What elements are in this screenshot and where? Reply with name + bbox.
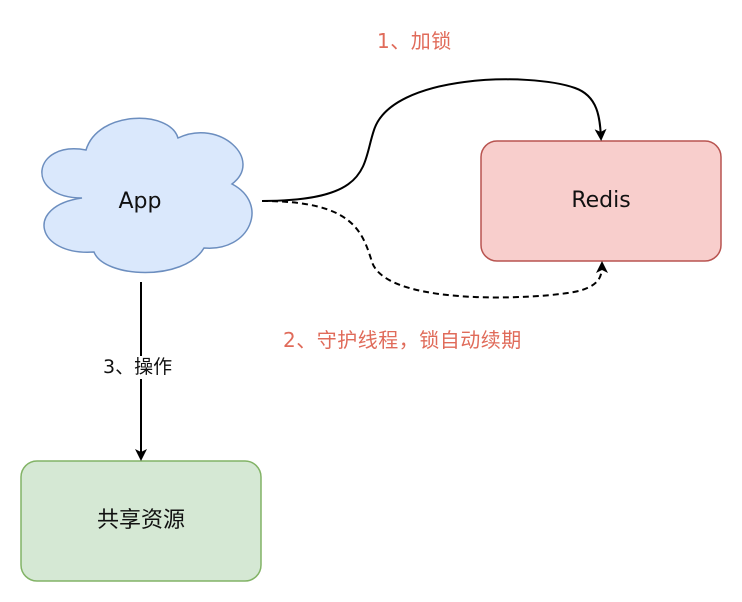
- redis-node[interactable]: [480, 140, 722, 262]
- redis-label: Redis: [571, 188, 631, 213]
- shared-resource-label: 共享资源: [96, 508, 185, 533]
- operate-edge-label: 3、操作: [101, 356, 175, 379]
- renew-edge: [261, 200, 608, 299]
- shared-resource-node[interactable]: [20, 460, 262, 582]
- lock-edge-label: 1、加锁: [377, 29, 452, 53]
- renew-edge-label: 2、守护线程，锁自动续期: [283, 328, 522, 352]
- app-label: App: [118, 189, 162, 214]
- app-cloud-node[interactable]: [41, 117, 253, 274]
- lock-edge: [261, 78, 607, 202]
